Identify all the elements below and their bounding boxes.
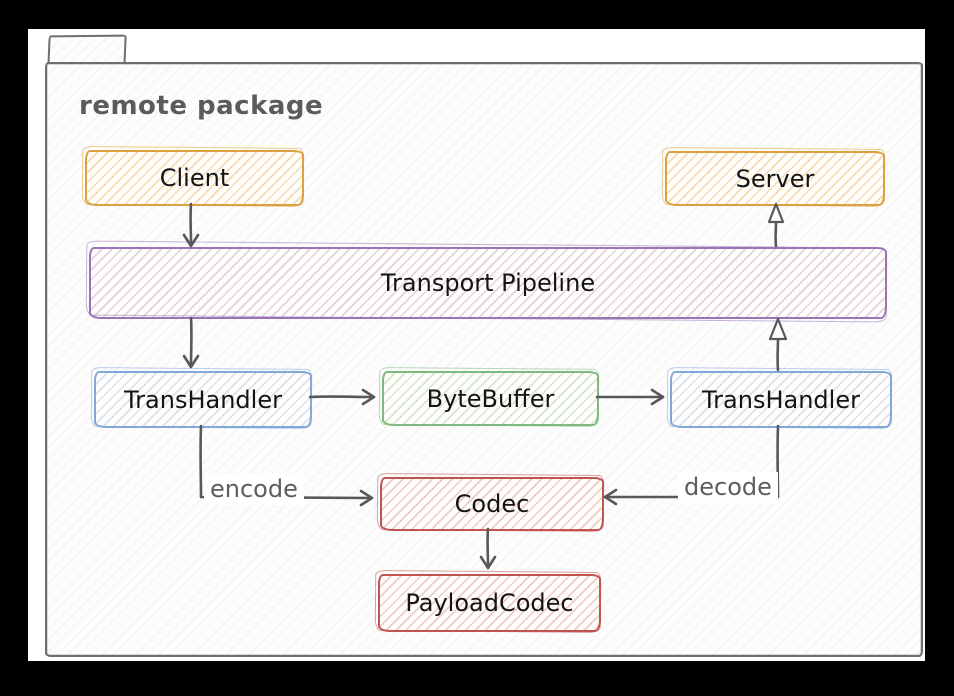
edge-label-encode: encode	[204, 474, 304, 505]
edge-label-decode: decode	[678, 472, 778, 503]
node-transport-pipeline: Transport Pipeline	[89, 247, 887, 319]
node-transhandler-right-label: TransHandler	[702, 385, 860, 414]
node-server-label: Server	[735, 164, 815, 193]
node-transhandler-left: TransHandler	[94, 371, 312, 428]
node-transhandler-left-label: TransHandler	[124, 385, 282, 414]
node-server: Server	[665, 151, 885, 206]
node-payloadcodec: PayloadCodec	[378, 574, 601, 632]
node-transport-pipeline-label: Transport Pipeline	[380, 269, 596, 297]
node-codec-label: Codec	[454, 490, 530, 518]
package-title: remote package	[79, 91, 324, 121]
node-transhandler-right: TransHandler	[670, 371, 892, 428]
node-bytebuffer-label: ByteBuffer	[426, 384, 555, 413]
node-bytebuffer: ByteBuffer	[382, 371, 599, 426]
node-client: Client	[85, 150, 304, 206]
node-client-label: Client	[159, 164, 230, 192]
node-payloadcodec-label: PayloadCodec	[405, 589, 574, 617]
node-codec: Codec	[380, 477, 604, 531]
